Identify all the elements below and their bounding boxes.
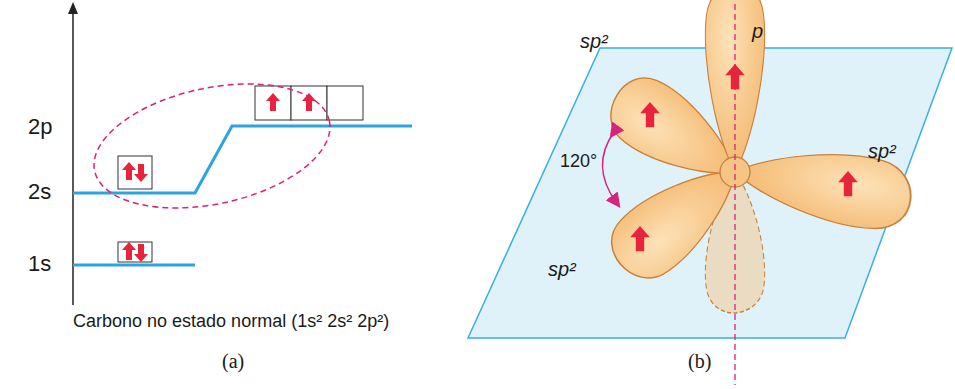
panel-letter: (a) [222, 350, 244, 372]
orbital-label: sp² [868, 140, 896, 162]
orbital-label: sp² [580, 30, 608, 52]
orbital-label: sp² [548, 258, 576, 280]
orbital-label: p [752, 20, 763, 42]
panel-letter: (b) [688, 350, 711, 372]
angle-label: 120° [560, 152, 597, 172]
energy-level-label: 1s [28, 252, 51, 276]
energy-level-label: 2s [28, 180, 51, 204]
energy-level-label: 2p [28, 115, 52, 139]
panel-caption: Carbono no estado normal (1s² 2s² 2p²) [73, 312, 389, 332]
